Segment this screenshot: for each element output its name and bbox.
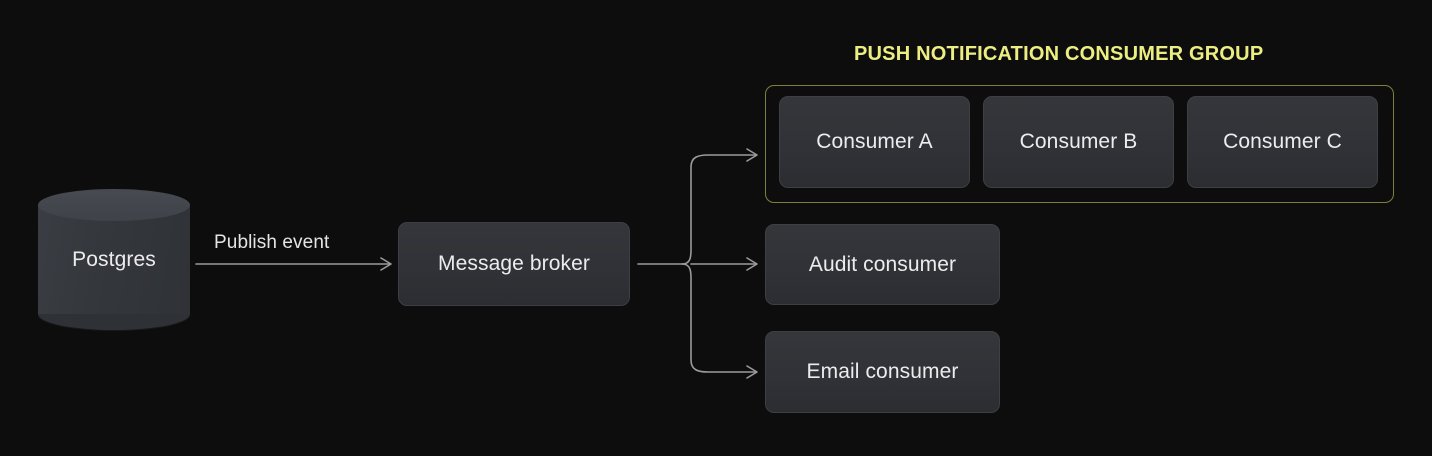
consumer-group-title: PUSH NOTIFICATION CONSUMER GROUP <box>854 43 1264 65</box>
arrowhead-broker <box>380 257 392 271</box>
audit-consumer-node[interactable]: Audit consumer <box>765 224 1000 305</box>
consumer-c-node[interactable]: Consumer C <box>1187 96 1378 188</box>
email-consumer-label: Email consumer <box>806 360 959 383</box>
email-consumer-node[interactable]: Email consumer <box>765 331 1000 413</box>
publish-event-label: Publish event <box>214 232 330 253</box>
postgres-database-node[interactable]: Postgres <box>38 189 190 330</box>
consumer-c-label: Consumer C <box>1223 130 1342 153</box>
arrowhead-email-consumer <box>746 365 758 379</box>
audit-consumer-label: Audit consumer <box>808 252 957 276</box>
postgres-label: Postgres <box>72 247 156 271</box>
arrowhead-audit-consumer <box>746 257 758 271</box>
edge-junction-to-consumer-group <box>681 154 757 265</box>
consumer-b-node[interactable]: Consumer B <box>983 96 1174 188</box>
arrowhead-consumer-group <box>746 148 758 162</box>
cylinder-body <box>38 205 190 314</box>
consumer-a-node[interactable]: Consumer A <box>779 96 970 188</box>
cylinder-top-ellipse <box>38 189 190 221</box>
consumer-b-label: Consumer B <box>1019 130 1138 153</box>
push-notification-consumer-group-frame <box>765 85 1394 203</box>
message-broker-node[interactable]: Message broker <box>398 222 630 306</box>
consumer-a-label: Consumer A <box>816 130 933 153</box>
edge-junction-to-email-consumer <box>681 263 757 373</box>
message-broker-label: Message broker <box>438 252 590 275</box>
